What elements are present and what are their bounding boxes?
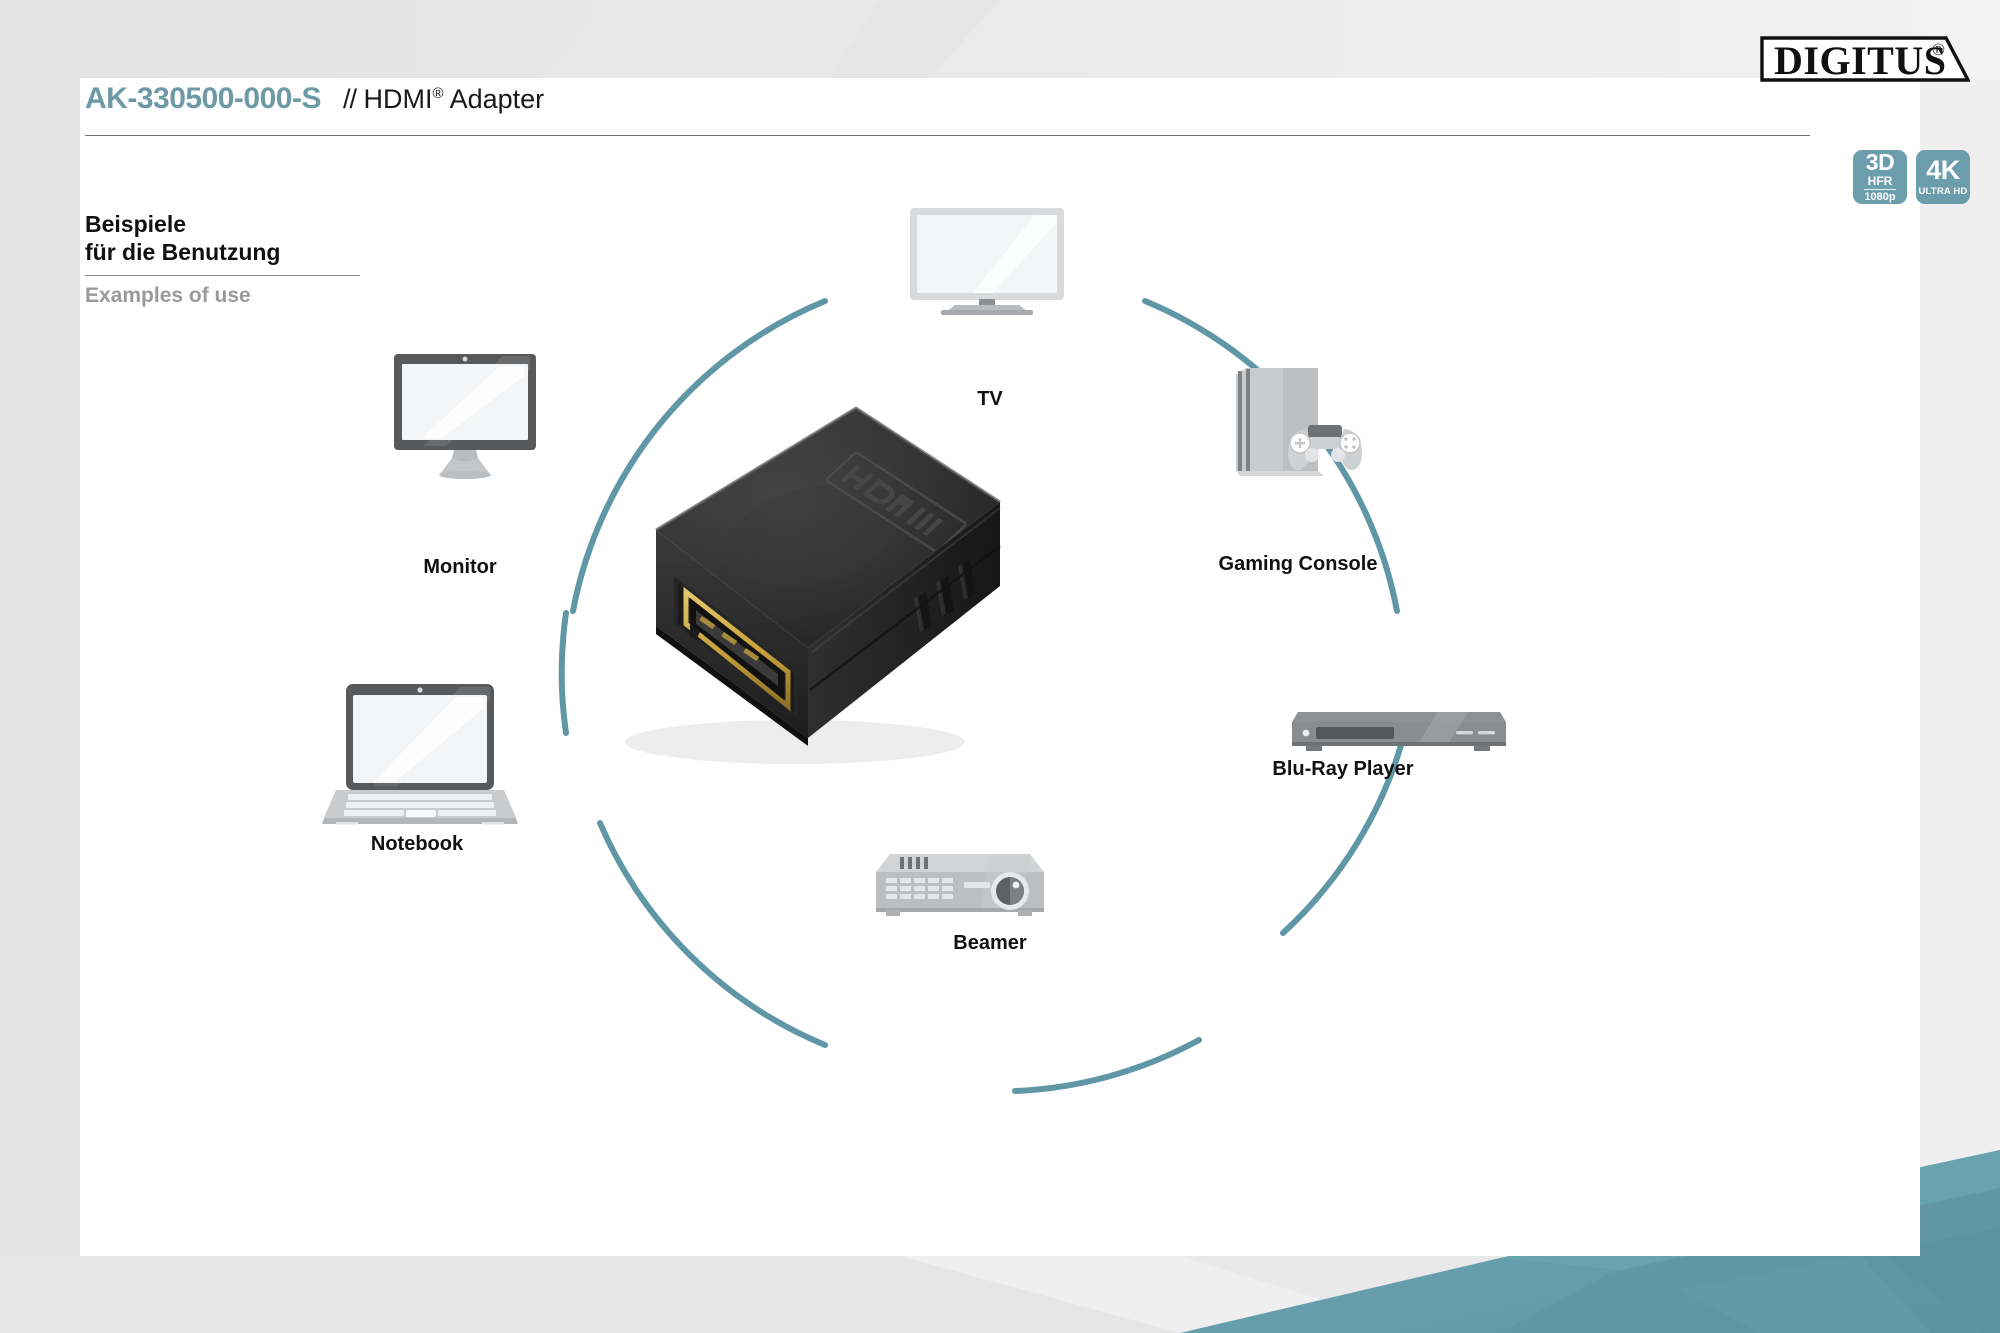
- usage-diagram: TV Gaming Consol: [80, 78, 1920, 1256]
- notebook-label: Notebook: [370, 833, 464, 855]
- registered-superscript: ®: [432, 85, 444, 102]
- monitor-label: Monitor: [423, 556, 497, 578]
- caption-de-line1: Beispiele: [85, 211, 186, 237]
- caption-divider: [85, 275, 360, 277]
- digitus-logo: DIGITUS ®: [1760, 28, 1970, 90]
- 3d-badge-sub2: 1080p: [1864, 189, 1896, 203]
- arc-monitor-tv: [570, 298, 828, 614]
- beamer-label: Beamer: [953, 932, 1027, 954]
- tv-label: TV: [977, 388, 1003, 410]
- gaming-console-label: Gaming Console: [1218, 553, 1378, 575]
- 3d-badge-main: 3D: [1865, 149, 1895, 175]
- 3d-badge: 3D HFR 1080p: [1853, 150, 1907, 204]
- section-caption: Beispiele für die Benutzung Examples of …: [85, 210, 375, 308]
- product-name-suffix: Adapter: [443, 84, 545, 114]
- caption-en: Examples of use: [85, 284, 251, 308]
- page-title: AK-330500-000-S // HDMI® Adapter: [85, 82, 1970, 128]
- title-separator: //: [342, 84, 357, 114]
- product-name: HDMI: [363, 84, 433, 114]
- 3d-badge-sub: HFR: [1867, 174, 1893, 188]
- registered-mark: ®: [1932, 40, 1945, 59]
- caption-de: Beispiele für die Benutzung: [85, 210, 375, 266]
- arc-notebook-monitor: [558, 610, 569, 736]
- arc-console-bluray: [1280, 732, 1407, 936]
- arc-bluray-beamer: [1012, 1037, 1202, 1094]
- 4k-badge-main: 4K: [1926, 155, 1960, 186]
- connection-arcs: [558, 298, 1407, 1094]
- title-divider: [85, 135, 1810, 136]
- arc-beamer-notebook: [597, 820, 828, 1048]
- digitus-logo-text: DIGITUS: [1774, 38, 1946, 83]
- 4k-badge: 4K ULTRA HD: [1916, 150, 1970, 204]
- feature-badges: 3D HFR 1080p 4K ULTRA HD: [1853, 150, 1970, 204]
- 4k-badge-sub: ULTRA HD: [1918, 186, 1968, 198]
- caption-de-line2: für die Benutzung: [85, 239, 281, 266]
- product-title: // HDMI® Adapter: [343, 84, 544, 115]
- article-number: AK-330500-000-S: [85, 82, 321, 115]
- bluray-player-label: Blu-Ray Player: [1272, 758, 1414, 780]
